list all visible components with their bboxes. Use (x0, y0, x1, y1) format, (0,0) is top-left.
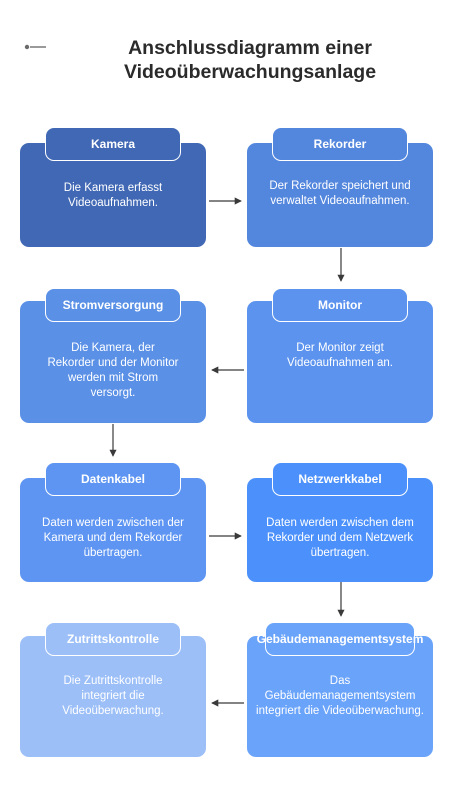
node-netzwerkkabel-description: Daten werden zwischen dem Rekorder und d… (266, 517, 414, 559)
node-gebaeude: Das Gebäudemanagementsystem integriert d… (247, 636, 433, 757)
node-netzwerkkabel-title: Netzwerkkabel (272, 462, 408, 496)
title-line-2: Videoüberwachungsanlage (123, 61, 377, 83)
node-gebaeude-title: Gebäudemanagementsystem (257, 622, 423, 656)
node-zutritt-title: Zutrittskontrolle (45, 622, 181, 656)
node-datenkabel-description: Daten werden zwischen der Kamera und dem… (42, 517, 184, 559)
node-kamera-title: Kamera (45, 127, 181, 161)
node-zutritt: Die Zutrittskontrolle integriert die Vid… (20, 636, 206, 757)
node-rekorder-title: Rekorder (272, 127, 408, 161)
small-logo-icon (24, 44, 46, 50)
node-stromversorgung-title: Stromversorgung (45, 288, 181, 322)
node-stromversorgung-description: Die Kamera, der Rekorder und der Monitor… (47, 342, 179, 399)
node-rekorder-description: Der Rekorder speichert und verwaltet Vid… (269, 180, 411, 207)
title-line-1: Anschlussdiagramm einer (128, 37, 372, 59)
node-monitor-description: Der Monitor zeigt Videoaufnahmen an. (287, 342, 393, 369)
node-zutritt-description: Die Zutrittskontrolle integriert die Vid… (62, 675, 164, 717)
node-monitor-title: Monitor (272, 288, 408, 322)
node-gebaeude-description: Das Gebäudemanagementsystem integriert d… (256, 675, 424, 717)
node-kamera-description: Die Kamera erfasst Videoaufnahmen. (63, 182, 163, 209)
node-datenkabel-title: Datenkabel (45, 462, 181, 496)
diagram-title: Anschlussdiagramm einer Videoüberwachung… (60, 36, 440, 84)
